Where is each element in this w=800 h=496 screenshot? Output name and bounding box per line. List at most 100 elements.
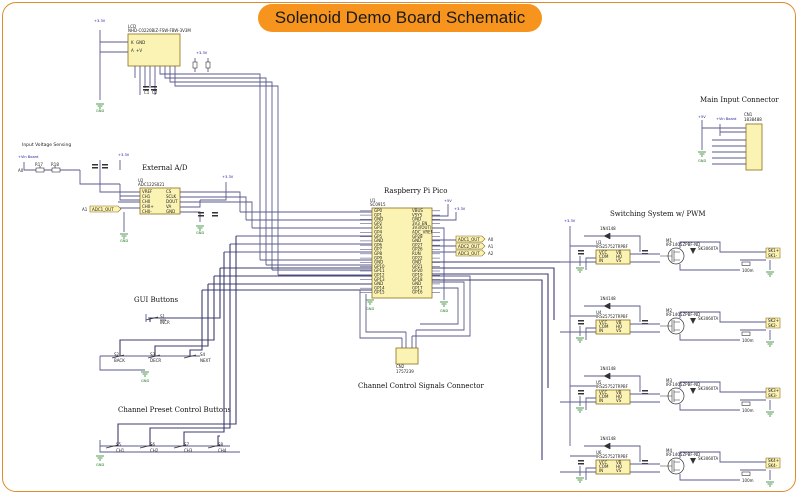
button-s6[interactable]: S6 CH2: [139, 442, 159, 453]
pico-part: SC0915: [370, 202, 386, 207]
pico-net-a0: A0: [488, 237, 494, 242]
switching-block: Switching System w/ PWM +3.3V U3IRS25752…: [560, 210, 781, 487]
button-s1-ref: S1: [160, 314, 166, 319]
lcd-block: LCD NHD-C0220BiZ-FSW-FBW-3V3M K GND A +V…: [94, 19, 279, 275]
driver-pin: VCC: [599, 390, 608, 395]
button-s1-label: INCR: [160, 320, 170, 325]
preset-gnd-label: GND: [96, 463, 104, 467]
button-s4-ref: S4: [200, 352, 206, 357]
pico-pin-right-15: GP19: [412, 273, 423, 278]
cn2-ref: CN2: [396, 364, 405, 369]
pico-pin-right-11: GP22: [412, 255, 423, 260]
adc-pin-ch0m: CH0-: [142, 209, 152, 214]
channel-connector-title: Channel Control Signals Connector: [358, 382, 485, 390]
pico-pin-right-17: GND: [412, 281, 421, 286]
pico-pin-left-17: GND: [374, 281, 383, 286]
adc-pin-vref: VREF: [142, 189, 153, 194]
button-s1[interactable]: S1 INCR: [145, 314, 170, 325]
flyback-diode: [690, 248, 696, 254]
adc-pin-gnd: GND: [166, 209, 175, 214]
pico-ref: U1: [370, 198, 376, 203]
voltage-sensing-title: Input Voltage Sensing: [22, 142, 71, 148]
driver-part: IRS25752TRPBF: [596, 244, 629, 249]
driver-part: IRS25752TRPBF: [596, 454, 629, 459]
pico-pin-left-0: GP0: [374, 208, 383, 213]
button-s2-ref: S2: [114, 352, 120, 357]
driver-pin: HO: [616, 254, 622, 259]
pico-pin-left-5: GP4: [374, 230, 383, 235]
pico-pin-left-3: GP2: [374, 221, 383, 226]
diode: [603, 372, 611, 380]
button-s8-label: CH4: [218, 448, 227, 453]
pico-pin-left-12: GND: [374, 260, 383, 265]
pico-left-pins: GP0GP1GNDGP2GP3GP4GP5GNDGP6GP7GP8GP9GNDG…: [360, 208, 385, 295]
adc-pin-sclk: SCLK: [166, 194, 177, 199]
button-s4[interactable]: S4 NEXT: [183, 352, 211, 363]
lcd-cap-c2: C2: [152, 90, 158, 95]
main-vcc-label: +5V: [698, 115, 706, 119]
sense-resistor: 100m: [742, 338, 754, 343]
button-s7-ref: S7: [184, 442, 190, 447]
driver-chip: [595, 319, 631, 335]
mosfet-ref: M3: [666, 378, 672, 383]
driver-pin: VCC: [599, 250, 608, 255]
pico-pin-left-18: GP14: [374, 285, 385, 290]
external-ad-block: External A/D U2 ADC122S021 VREF CH1 CH0 …: [82, 153, 253, 243]
flyback-part: SK3060TA: [698, 316, 718, 321]
adc-out-tag-left: ADC1_OUT: [92, 207, 114, 212]
pico-pin-left-10: GP8: [374, 251, 383, 256]
adc-pin-cs: CS: [166, 189, 172, 194]
sense-resistor: 100m: [742, 408, 754, 413]
driver-pin: VS: [616, 258, 622, 263]
driver-pin: VB: [616, 460, 622, 465]
flyback-part: SK3060TA: [698, 246, 718, 251]
button-s3-ref: S3: [150, 352, 156, 357]
button-s7[interactable]: S7 CH3: [173, 442, 193, 453]
driver-chip: [595, 459, 631, 475]
pico-vbus-label: +5V: [444, 199, 452, 203]
adc-cap-gnd: GND: [196, 231, 204, 235]
adc-pin-va: VA: [166, 204, 171, 209]
flyback-diode: [690, 388, 696, 394]
lcd-pin-a: A: [131, 48, 134, 53]
driver-pin: IN: [599, 468, 603, 473]
button-s5[interactable]: S5 CH1: [105, 442, 125, 453]
pico-pin-right-16: GP18: [412, 277, 423, 282]
pico-pin-right-8: GP27: [412, 242, 423, 247]
resistor-r18: R18: [51, 162, 59, 167]
cn2-part: 1757239: [396, 369, 414, 374]
pico-net-adc3: ADC3_OUT: [458, 251, 480, 256]
diode-part: 1N4148: [600, 436, 616, 441]
driver-ref: U3: [596, 240, 602, 245]
driver-pin: HO: [616, 394, 622, 399]
output-ref: SK3+: [768, 388, 779, 393]
adc-left-pins: VREF CH1 CH0 CH0+ CH0-: [142, 189, 154, 214]
button-s4-label: NEXT: [200, 358, 211, 363]
resistor-r17: R17: [35, 162, 43, 167]
adc-pin-ch0: CH0: [142, 199, 151, 204]
mosfet-part: IRF1405ZPBF-ND: [666, 452, 700, 457]
button-s2[interactable]: S2 BACK: [111, 352, 125, 363]
pico-pin-left-2: GND: [374, 217, 383, 222]
channel-connector: [395, 347, 419, 365]
button-s3[interactable]: S3 DECR: [147, 352, 161, 363]
driver-ref: U4: [596, 310, 602, 315]
pico-pin-left-15: GP12: [374, 273, 385, 278]
lcd-pin-k: K: [131, 40, 134, 45]
driver-pin: IN: [599, 258, 603, 263]
pico-pin-right-19: GP16: [412, 290, 423, 295]
pico-net-adc2: ADC2_OUT: [458, 244, 480, 249]
flyback-part: SK3060TA: [698, 456, 718, 461]
button-s3-label: DECR: [150, 358, 161, 363]
pico-pin-right-14: GP20: [412, 268, 423, 273]
title-banner: Solenoid Demo Board Schematic: [258, 4, 542, 32]
button-s8[interactable]: S8 CH4: [207, 442, 227, 453]
mosfet-ref: M4: [666, 448, 672, 453]
driver-pin: VB: [616, 320, 622, 325]
driver-pin: COM: [599, 394, 609, 399]
output-label: SK3-: [768, 393, 778, 398]
pico-pin-left-13: GP10: [374, 264, 385, 269]
